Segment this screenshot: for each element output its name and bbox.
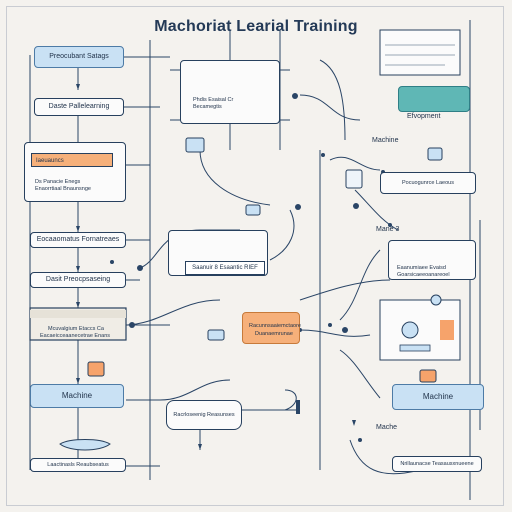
right-teal-label: Efvopment <box>407 113 441 120</box>
bottom-left-node: Laactinasls Reaubseatus <box>30 458 126 472</box>
left-panel-node: Iaeuauncs Ds Panacie Enegs Enaorrtiaal B… <box>24 142 126 202</box>
machine-left-node: Machine <box>30 384 124 408</box>
right-mid2-node: Eaanumiaee Evaisd Goarsicaeeoanareoel <box>388 240 476 280</box>
data-preprocessing-node: Dasit Preocpsaseing <box>30 272 126 288</box>
mache-label: Mache <box>376 424 398 431</box>
center-top-node: Phdis Esaisal Cr Becamegtis <box>180 60 280 124</box>
center-top-text-1: Phdis Esaisal Cr <box>193 97 234 103</box>
center-mid-box: Saanuir 8 Esaantic RIEF <box>185 261 265 275</box>
left-mid-text-1: Mcuvalgium Etaccs Ca <box>48 326 104 332</box>
center-top-text-2: Becamegtis <box>193 104 222 110</box>
mane-label: Mane 3 <box>376 226 400 233</box>
left-panel-orange-tag: Iaeuauncs <box>31 153 113 167</box>
left-panel-text-1: Ds Panacie Enegs <box>35 179 81 185</box>
data-pipeline-learning-node: Daste Pallelearning <box>34 98 124 116</box>
evaluation-formats-node: Eocaaomatus Fornatreaes <box>30 232 126 248</box>
diagram-title: Machoriat Learial Training <box>154 18 358 35</box>
diagram-frame <box>6 6 504 506</box>
left-mid-text-2: Eacaeicceaanecetrae Enans <box>40 333 111 339</box>
center-orange-node: Racunnsaaiemctaore Duanaemrunae <box>242 312 301 344</box>
right-teal-node: Efvopment <box>398 86 470 120</box>
bottom-right-node: Nrillaunacse Teasausxnueene <box>392 456 482 472</box>
center-mid-node: Saanuir 8 Esaantic RIEF <box>168 230 268 276</box>
machine-right-bottom-node: Machine <box>392 384 484 410</box>
right-mid-node: Pocuogunrce Laeous <box>380 172 476 194</box>
preprocessing-stages-node: Preocubant Satags <box>34 46 124 68</box>
center-bottom-node: Racrloseenig Reasunses <box>166 400 242 430</box>
machine-right-top-label: Machine <box>372 137 399 144</box>
left-panel-text-2: Enaorrtiaal Bnaunsnge <box>35 186 91 192</box>
